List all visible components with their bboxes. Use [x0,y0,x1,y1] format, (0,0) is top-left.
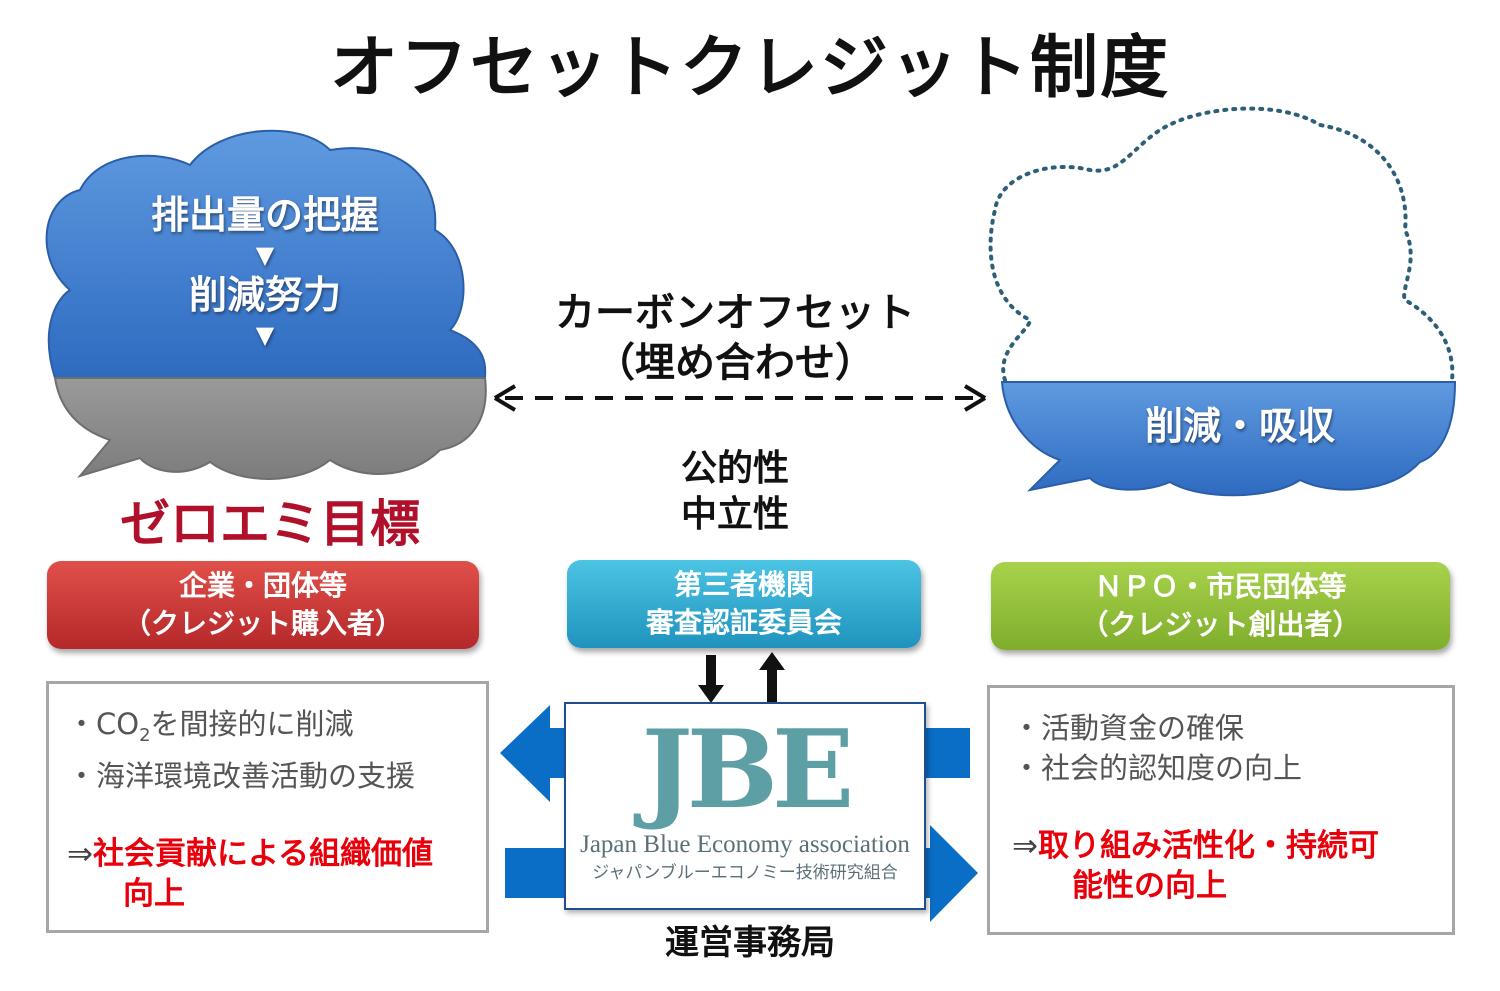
down-arrow-icon: ▼ [255,241,275,269]
creator-benefits-box: ・活動資金の確保 ・社会的認知度の向上 ⇒取り組み活性化・持続可 能性の向上 [987,685,1455,935]
buyer-result-line1: 社会貢献による組織価値 [92,835,434,872]
committee-line2: 審査認証委員会 [645,606,842,639]
buyer-bullet-co2: ・CO2を間接的に削減 [67,704,486,756]
committee-jbe-arrows [698,652,785,703]
principles-label: 公的性 中立性 [635,446,835,538]
buyer-benefits-box: ・CO2を間接的に削減 ・海洋環境改善活動の支援 ⇒社会貢献による組織価値 向上 [46,681,489,933]
committee-line1: 第三者機関 [673,568,814,601]
emission-grasp-label: 排出量の把握 [150,193,379,237]
carbon-offset-subtitle: （埋め合わせ） [595,340,875,386]
jbe-logo: JBE [641,707,855,833]
publicness-label: 公的性 [680,448,789,489]
jbe-name-ja: ジャパンブルーエコノミー技術研究組合 [592,863,898,883]
creator-line2: （クレジット創出者） [1080,608,1361,641]
left-cloud [45,129,487,480]
creator-line1: ＮＰＯ・市民団体等 [1094,570,1347,603]
zero-emission-goal: ゼロエミ目標 [120,495,420,553]
co2-prefix: ・CO [67,707,140,741]
offset-double-arrow [493,384,987,412]
flow-arrows [500,705,978,922]
buyer-line1: 企業・団体等 [178,569,347,602]
carbon-offset-title: カーボンオフセット [555,290,915,336]
credit-buyer-button[interactable]: 企業・団体等 （クレジット購入者） [47,561,479,649]
co2-suffix: を間接的に削減 [150,707,354,741]
down-arrow-icon: ▼ [255,321,275,349]
creator-result-line1: 取り組み活性化・持続可 [1037,828,1379,864]
jbe-name-en: Japan Blue Economy association [580,831,910,858]
third-party-committee-button[interactable]: 第三者機関 審査認証委員会 [567,560,921,648]
buyer-bullet-support: ・海洋環境改善活動の支援 [67,758,416,793]
buyer-result-line2: 向上 [123,875,185,912]
neutrality-label: 中立性 [680,494,789,535]
implies-icon: ⇒ [67,835,93,872]
jbe-logo-card: JBE Japan Blue Economy association ジャパンブ… [564,702,926,910]
carbon-offset-label: カーボンオフセット （埋め合わせ） [520,288,950,388]
right-cloud [988,106,1457,497]
creator-bullet-funds: ・活動資金の確保 [1012,711,1245,745]
co2-subscript: 2 [139,724,151,746]
implies-icon: ⇒ [1012,828,1038,864]
creator-bullet-recognition: ・社会的認知度の向上 [1012,751,1303,785]
creator-result: ⇒取り組み活性化・持続可 [1012,826,1452,866]
left-cloud-text: 排出量の把握 ▼ 削減努力 ▼ [100,192,430,352]
page-title: オフセットクレジット制度 [329,29,1170,108]
reduction-absorption-label: 削減・吸収 [1144,404,1335,448]
credit-creator-button[interactable]: ＮＰＯ・市民団体等 （クレジット創出者） [991,562,1450,650]
buyer-line2: （クレジット購入者） [122,607,403,640]
reduction-effort-label: 削減努力 [188,273,341,317]
creator-result-line2: 能性の向上 [1072,868,1227,904]
buyer-result: ⇒社会貢献による組織価値 [67,834,486,874]
secretariat-label: 運営事務局 [665,923,835,963]
